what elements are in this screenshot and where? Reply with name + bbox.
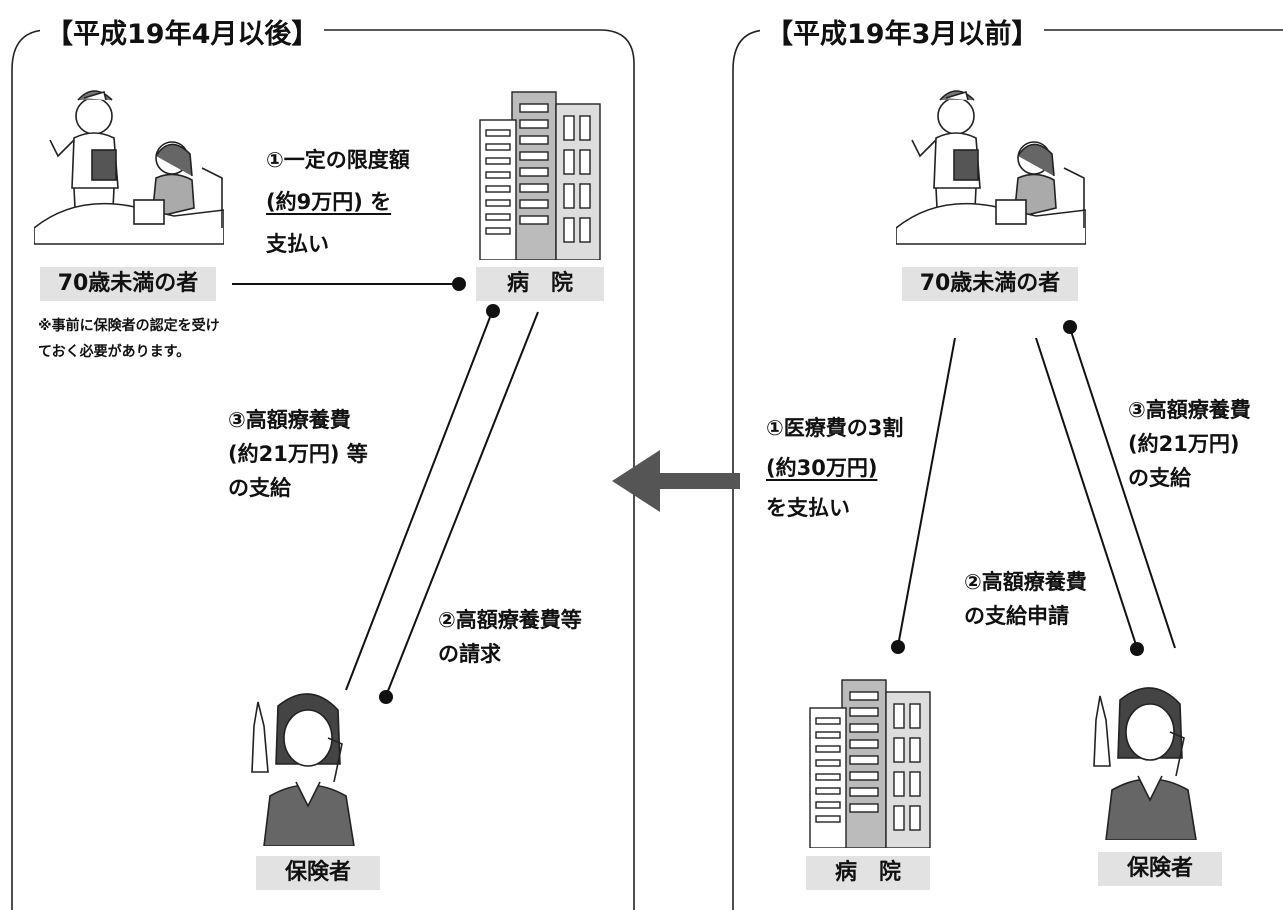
left-line-claim bbox=[385, 311, 539, 697]
left-note-line1: ※事前に保険者の認定を受け bbox=[38, 318, 220, 334]
right-step1-line2: (約30万円) bbox=[766, 456, 878, 480]
right-insurer-label: 保険者 bbox=[1098, 852, 1222, 886]
left-step1-line3: 支払い bbox=[266, 232, 329, 256]
left-step1-line1: ①一定の限度額 bbox=[266, 148, 410, 172]
right-hospital-label: 病 院 bbox=[806, 856, 930, 890]
right-hospital-building-icon bbox=[809, 679, 931, 848]
left-step2-line1: ②高額療養費等 bbox=[438, 608, 582, 632]
right-step3-line1: ③高額療養費 bbox=[1128, 398, 1251, 422]
left-line-payout bbox=[345, 311, 493, 691]
right-panel-title: 【平成19年3月以前】 bbox=[760, 12, 1045, 51]
right-dot-insurer bbox=[1130, 642, 1144, 656]
right-step1-line3: を支払い bbox=[766, 496, 850, 520]
left-note-line2: ておく必要があります。 bbox=[38, 344, 191, 360]
right-step3-line3: の支給 bbox=[1128, 466, 1191, 490]
right-insurer-operator-icon bbox=[1093, 687, 1197, 840]
left-step3-line1: ③高額療養費 bbox=[228, 408, 351, 432]
left-dot-claim bbox=[379, 690, 393, 704]
left-step1-line2: (約9万円) を bbox=[266, 190, 392, 214]
left-dot-payout bbox=[486, 304, 500, 318]
left-dot-hospital bbox=[452, 277, 466, 291]
insurer-operator-icon bbox=[251, 693, 355, 846]
left-insurer-label: 保険者 bbox=[256, 856, 380, 890]
right-step1-line1: ①医療費の3割 bbox=[766, 416, 904, 440]
left-step3-line3: の支給 bbox=[228, 476, 291, 500]
patient-illustration-icon bbox=[34, 90, 224, 245]
right-dot-hospital bbox=[891, 640, 905, 654]
right-dot-patient bbox=[1063, 320, 1077, 334]
right-patient-illustration-icon bbox=[896, 90, 1086, 245]
hospital-building-icon bbox=[479, 91, 601, 260]
right-line-pay bbox=[897, 337, 956, 647]
left-step3-line2: (約21万円) 等 bbox=[228, 442, 368, 466]
left-step2-line2: の請求 bbox=[438, 642, 501, 666]
right-line-apply bbox=[1035, 337, 1138, 649]
left-hospital-label: 病 院 bbox=[476, 267, 604, 301]
right-step2-line1: ②高額療養費 bbox=[964, 570, 1087, 594]
right-line-payout bbox=[1069, 327, 1176, 649]
right-patient-label: 70歳未満の者 bbox=[902, 267, 1078, 301]
left-patient-label: 70歳未満の者 bbox=[40, 267, 216, 301]
left-panel-title: 【平成19年4月以後】 bbox=[40, 12, 325, 51]
right-step3-line2: (約21万円) bbox=[1128, 432, 1240, 456]
right-step2-line2: の支給申請 bbox=[964, 604, 1069, 628]
transition-arrow bbox=[612, 450, 740, 512]
